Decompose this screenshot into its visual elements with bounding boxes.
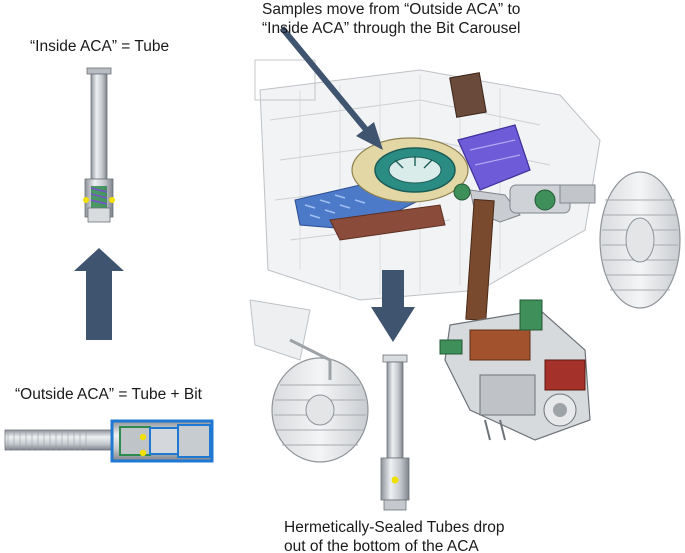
outside-aca-label: “Outside ACA” = Tube + Bit — [15, 386, 202, 403]
rover-wheel-right — [599, 171, 681, 309]
bit-carousel — [351, 137, 469, 203]
pointer-arrow-icon — [279, 26, 383, 150]
up-arrow-icon — [74, 248, 124, 340]
sealed-tubes-caption-line2: out of the bottom of the ACA — [284, 538, 479, 553]
sealed-tube — [380, 354, 410, 511]
rover-wheel-left — [271, 338, 369, 463]
samples-move-caption-line2: “Inside ACA” through the Bit Carousel — [262, 20, 521, 37]
sealed-tubes-caption: Hermetically-Sealed Tubes drop out of th… — [284, 518, 505, 553]
down-arrow-icon — [371, 270, 415, 342]
sealed-tubes-caption-line1: Hermetically-Sealed Tubes drop — [284, 519, 505, 536]
outside-aca-tube-and-bit — [4, 419, 214, 463]
inside-aca-label: “Inside ACA” = Tube — [30, 38, 170, 55]
samples-move-caption: Samples move from “Outside ACA” to “Insi… — [262, 0, 520, 38]
robotic-arm — [449, 72, 596, 322]
drill-turret — [439, 299, 591, 441]
inside-aca-tube — [83, 67, 115, 223]
samples-move-caption-line1: Samples move from “Outside ACA” to — [262, 1, 521, 18]
